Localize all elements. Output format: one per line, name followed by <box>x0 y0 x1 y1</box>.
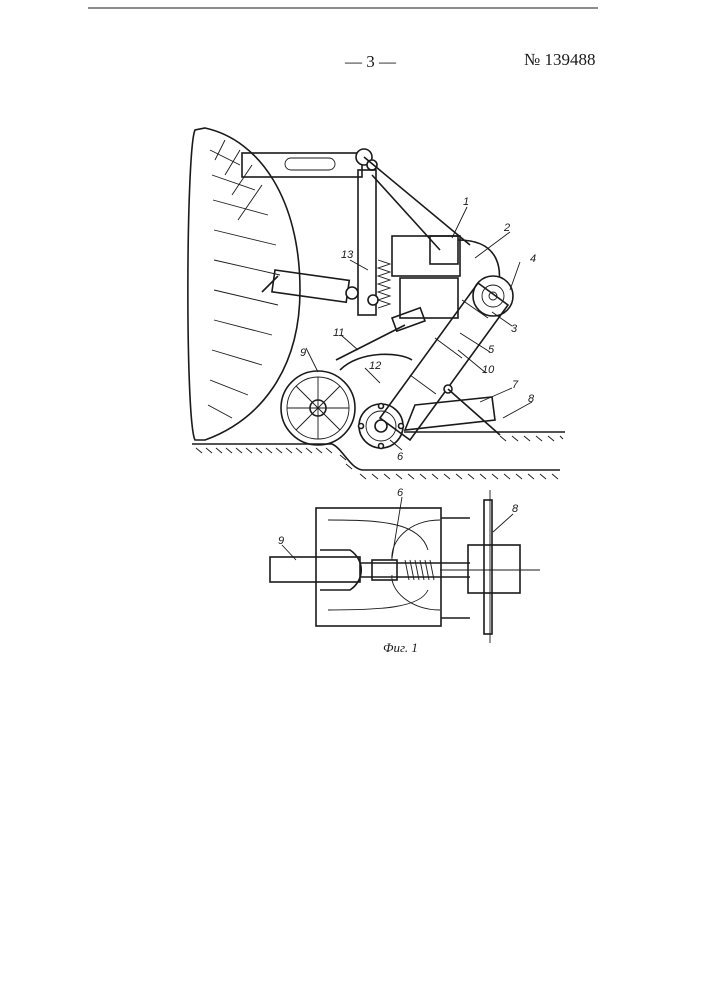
plan-label-9: 9 <box>278 535 284 547</box>
plan-view: 6 8 9 <box>270 487 540 643</box>
vertical-post <box>358 170 376 315</box>
upper-frame <box>242 153 362 177</box>
label-12: 12 <box>369 360 381 372</box>
label-8: 8 <box>528 393 535 405</box>
label-3: 3 <box>511 323 518 335</box>
label-13: 13 <box>341 249 354 261</box>
drive-shaft <box>270 557 360 582</box>
label-6: 6 <box>397 451 404 463</box>
label-9: 9 <box>300 347 306 359</box>
label-7: 7 <box>512 379 519 391</box>
plan-label-6: 6 <box>397 487 404 499</box>
housing <box>468 545 520 593</box>
label-10: 10 <box>482 364 495 376</box>
label-5: 5 <box>488 344 495 356</box>
engine-block <box>392 236 513 318</box>
label-4: 4 <box>530 253 536 265</box>
side-view: 1 2 4 13 3 11 5 9 12 10 7 8 6 <box>188 128 565 479</box>
figure-caption: Фиг. 1 <box>383 640 418 656</box>
label-1: 1 <box>463 196 469 208</box>
plan-label-8: 8 <box>512 503 519 515</box>
spring <box>378 260 390 308</box>
label-2: 2 <box>503 222 510 234</box>
label-11: 11 <box>333 327 344 339</box>
rotor <box>359 404 404 449</box>
support-wheel <box>281 371 355 445</box>
